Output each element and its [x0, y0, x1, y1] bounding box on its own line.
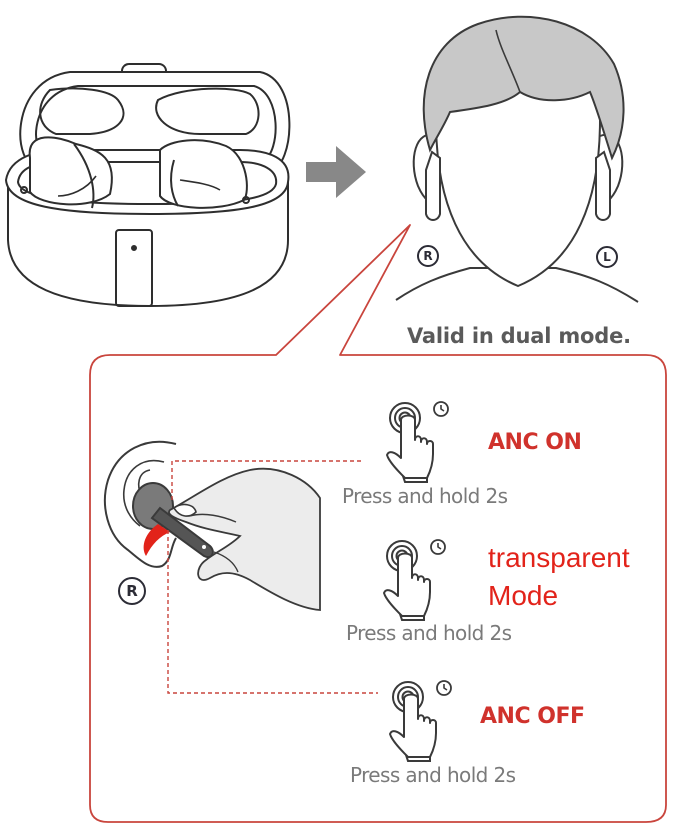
right-ear-badge: R — [118, 577, 146, 605]
left-side-badge: L — [596, 246, 618, 268]
head-with-earbuds-icon — [395, 15, 639, 303]
anc-on-instruction: Press and hold 2s — [342, 484, 508, 508]
dual-mode-caption: Valid in dual mode. — [407, 324, 631, 348]
anc-on-label: ANC ON — [488, 430, 582, 455]
callout-frame — [89, 224, 667, 823]
transparent-mode-instruction: Press and hold 2s — [346, 621, 512, 645]
transparent-mode-label-line2: Mode — [488, 580, 559, 611]
anc-off-label: ANC OFF — [480, 704, 585, 729]
transparent-mode-label-line1: transparent — [488, 542, 630, 573]
right-side-badge: R — [417, 245, 439, 267]
anc-off-instruction: Press and hold 2s — [350, 763, 516, 787]
right-arrow-icon — [306, 146, 366, 198]
ear-with-earbud-icon — [104, 440, 321, 611]
charging-case-icon — [4, 63, 291, 308]
